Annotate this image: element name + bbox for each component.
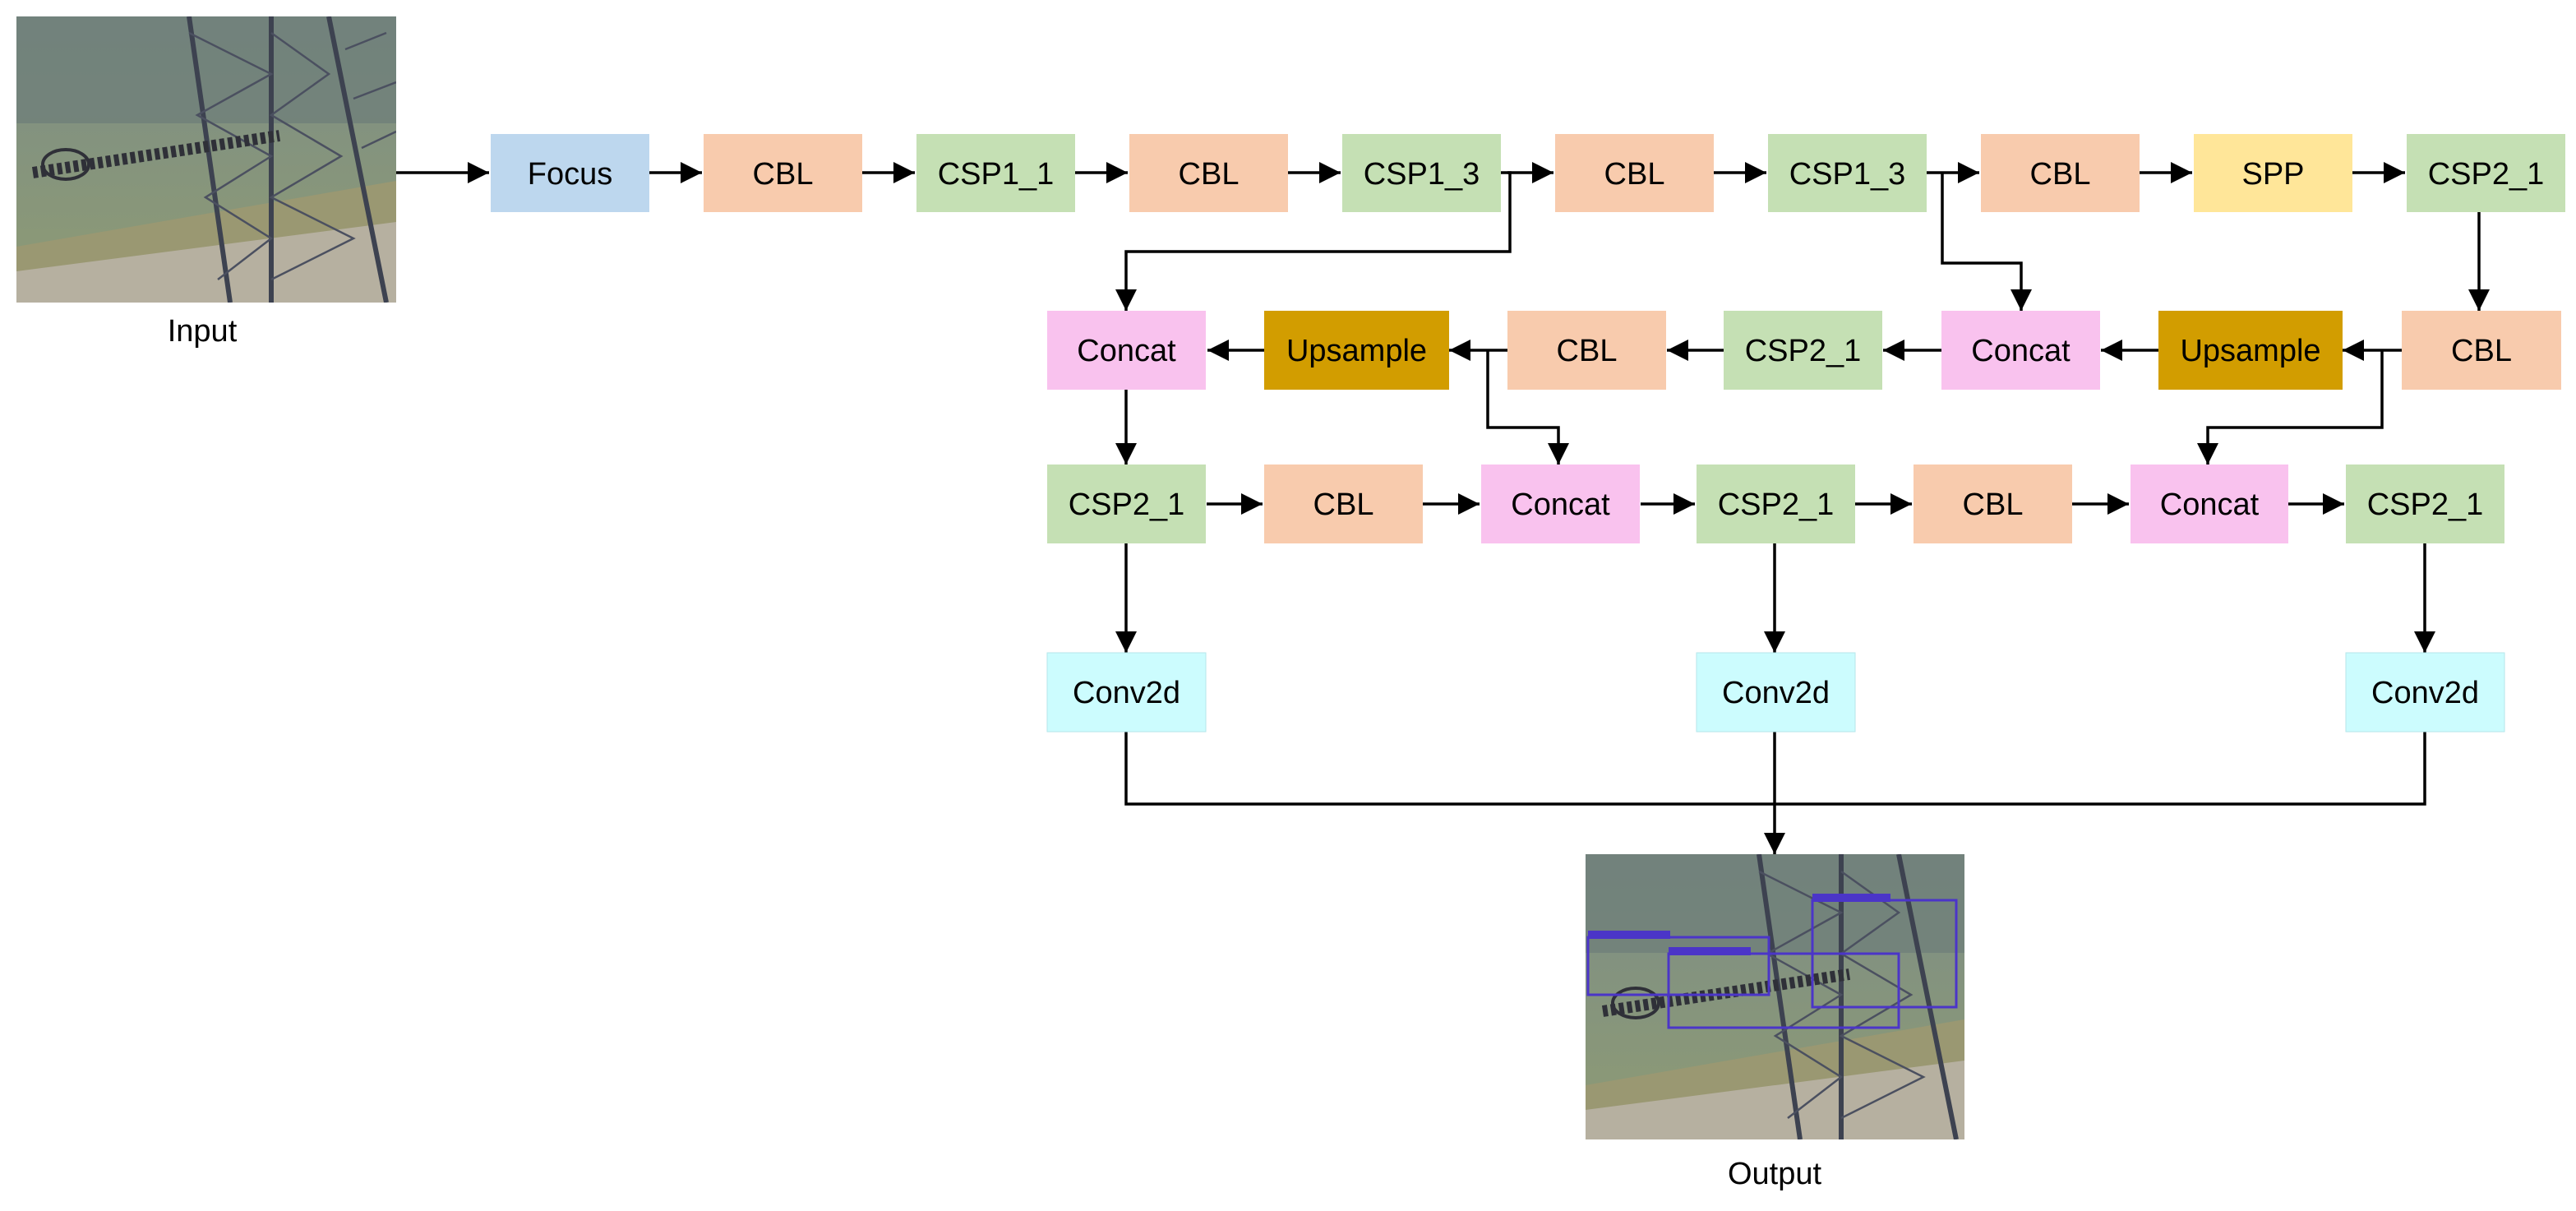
- csp-label: CSP1_1: [938, 157, 1055, 192]
- input-image: [16, 16, 396, 303]
- conv2d-node: Conv2d: [2345, 652, 2505, 733]
- spp-box: [2194, 134, 2352, 212]
- upsample-label: Upsample: [1286, 334, 1427, 368]
- cbl-node: CBL: [1914, 465, 2072, 543]
- cbl-node: CBL: [1555, 134, 1714, 212]
- cbl-label: CBL: [1313, 488, 1374, 522]
- output-image: [1586, 854, 1964, 1139]
- concat-box: [2131, 465, 2288, 543]
- concat-node: Concat: [1047, 311, 1206, 390]
- concat-node: Concat: [1941, 311, 2100, 390]
- csp-box: [2346, 465, 2504, 543]
- csp-node: CSP2_1: [2407, 134, 2565, 212]
- csp-box: [1724, 311, 1882, 390]
- csp-node: CSP2_1: [1697, 465, 1855, 543]
- concat-label: Concat: [1971, 334, 2070, 368]
- concat-node: Concat: [2131, 465, 2288, 543]
- csp-label: CSP2_1: [1718, 488, 1835, 522]
- csp-label: CSP2_1: [1069, 488, 1185, 522]
- csp-box: [1768, 134, 1927, 212]
- concat-label: Concat: [1511, 488, 1610, 522]
- focus-label: Focus: [528, 157, 612, 192]
- csp-node: CSP1_3: [1342, 134, 1501, 212]
- csp-node: CSP2_1: [1047, 465, 1206, 543]
- cbl-label: CBL: [2451, 334, 2512, 368]
- cbl-box: [1264, 465, 1423, 543]
- cbl-box: [1914, 465, 2072, 543]
- upsample-box: [1264, 311, 1449, 390]
- conv2d-box: [1046, 652, 1207, 733]
- cbl-node: CBL: [704, 134, 862, 212]
- cbl-node: CBL: [1129, 134, 1288, 212]
- concat-box: [1941, 311, 2100, 390]
- cbl-box: [704, 134, 862, 212]
- cbl-box: [1981, 134, 2140, 212]
- csp-node: CSP1_1: [916, 134, 1075, 212]
- cbl-label: CBL: [1604, 157, 1665, 192]
- cbl-node: CBL: [2402, 311, 2561, 390]
- edges: [396, 162, 2490, 854]
- csp-node: CSP1_3: [1768, 134, 1927, 212]
- csp-label: CSP2_1: [2428, 157, 2545, 192]
- cbl-label: CBL: [1557, 334, 1618, 368]
- csp-box: [1342, 134, 1501, 212]
- cbl-box: [1507, 311, 1666, 390]
- nodes: Focus CBL CSP1_1 CBL CSP1_3 CBL CSP1_3: [491, 134, 2565, 733]
- cbl-node: CBL: [1981, 134, 2140, 212]
- cbl-label: CBL: [753, 157, 814, 192]
- conv2d-box: [1696, 652, 1856, 733]
- conv2d-node: Conv2d: [1046, 652, 1207, 733]
- csp-label: CSP2_1: [2367, 488, 2484, 522]
- upsample-node: Upsample: [1264, 311, 1449, 390]
- csp-label: CSP1_3: [1364, 157, 1480, 192]
- upsample-box: [2158, 311, 2343, 390]
- conv2d-label: Conv2d: [1073, 676, 1180, 710]
- cbl-box: [2402, 311, 2561, 390]
- csp-label: CSP2_1: [1745, 334, 1862, 368]
- spp-node: SPP: [2194, 134, 2352, 212]
- csp-node: CSP2_1: [1724, 311, 1882, 390]
- cbl-node: CBL: [1264, 465, 1423, 543]
- conv2d-box: [2345, 652, 2505, 733]
- csp-node: CSP2_1: [2346, 465, 2504, 543]
- conv2d-label: Conv2d: [1722, 676, 1830, 710]
- concat-box: [1047, 311, 1206, 390]
- cbl-label: CBL: [1179, 157, 1240, 192]
- output-caption: Output: [1728, 1157, 1822, 1191]
- concat-box: [1481, 465, 1640, 543]
- csp-box: [2407, 134, 2565, 212]
- csp-box: [1047, 465, 1206, 543]
- cbl-label: CBL: [2030, 157, 2091, 192]
- conv2d-label: Conv2d: [2371, 676, 2479, 710]
- cbl-box: [1129, 134, 1288, 212]
- cbl-label: CBL: [1963, 488, 2024, 522]
- csp-label: CSP1_3: [1789, 157, 1906, 192]
- concat-label: Concat: [1077, 334, 1176, 368]
- focus-node: Focus: [491, 134, 649, 212]
- upsample-label: Upsample: [2180, 334, 2320, 368]
- csp-box: [1697, 465, 1855, 543]
- conv2d-node: Conv2d: [1696, 652, 1856, 733]
- upsample-node: Upsample: [2158, 311, 2343, 390]
- cbl-node: CBL: [1507, 311, 1666, 390]
- cbl-box: [1555, 134, 1714, 212]
- concat-node: Concat: [1481, 465, 1640, 543]
- concat-label: Concat: [2160, 488, 2260, 522]
- spp-label: SPP: [2241, 157, 2304, 192]
- focus-box: [491, 134, 649, 212]
- input-caption: Input: [168, 314, 238, 349]
- csp-box: [916, 134, 1075, 212]
